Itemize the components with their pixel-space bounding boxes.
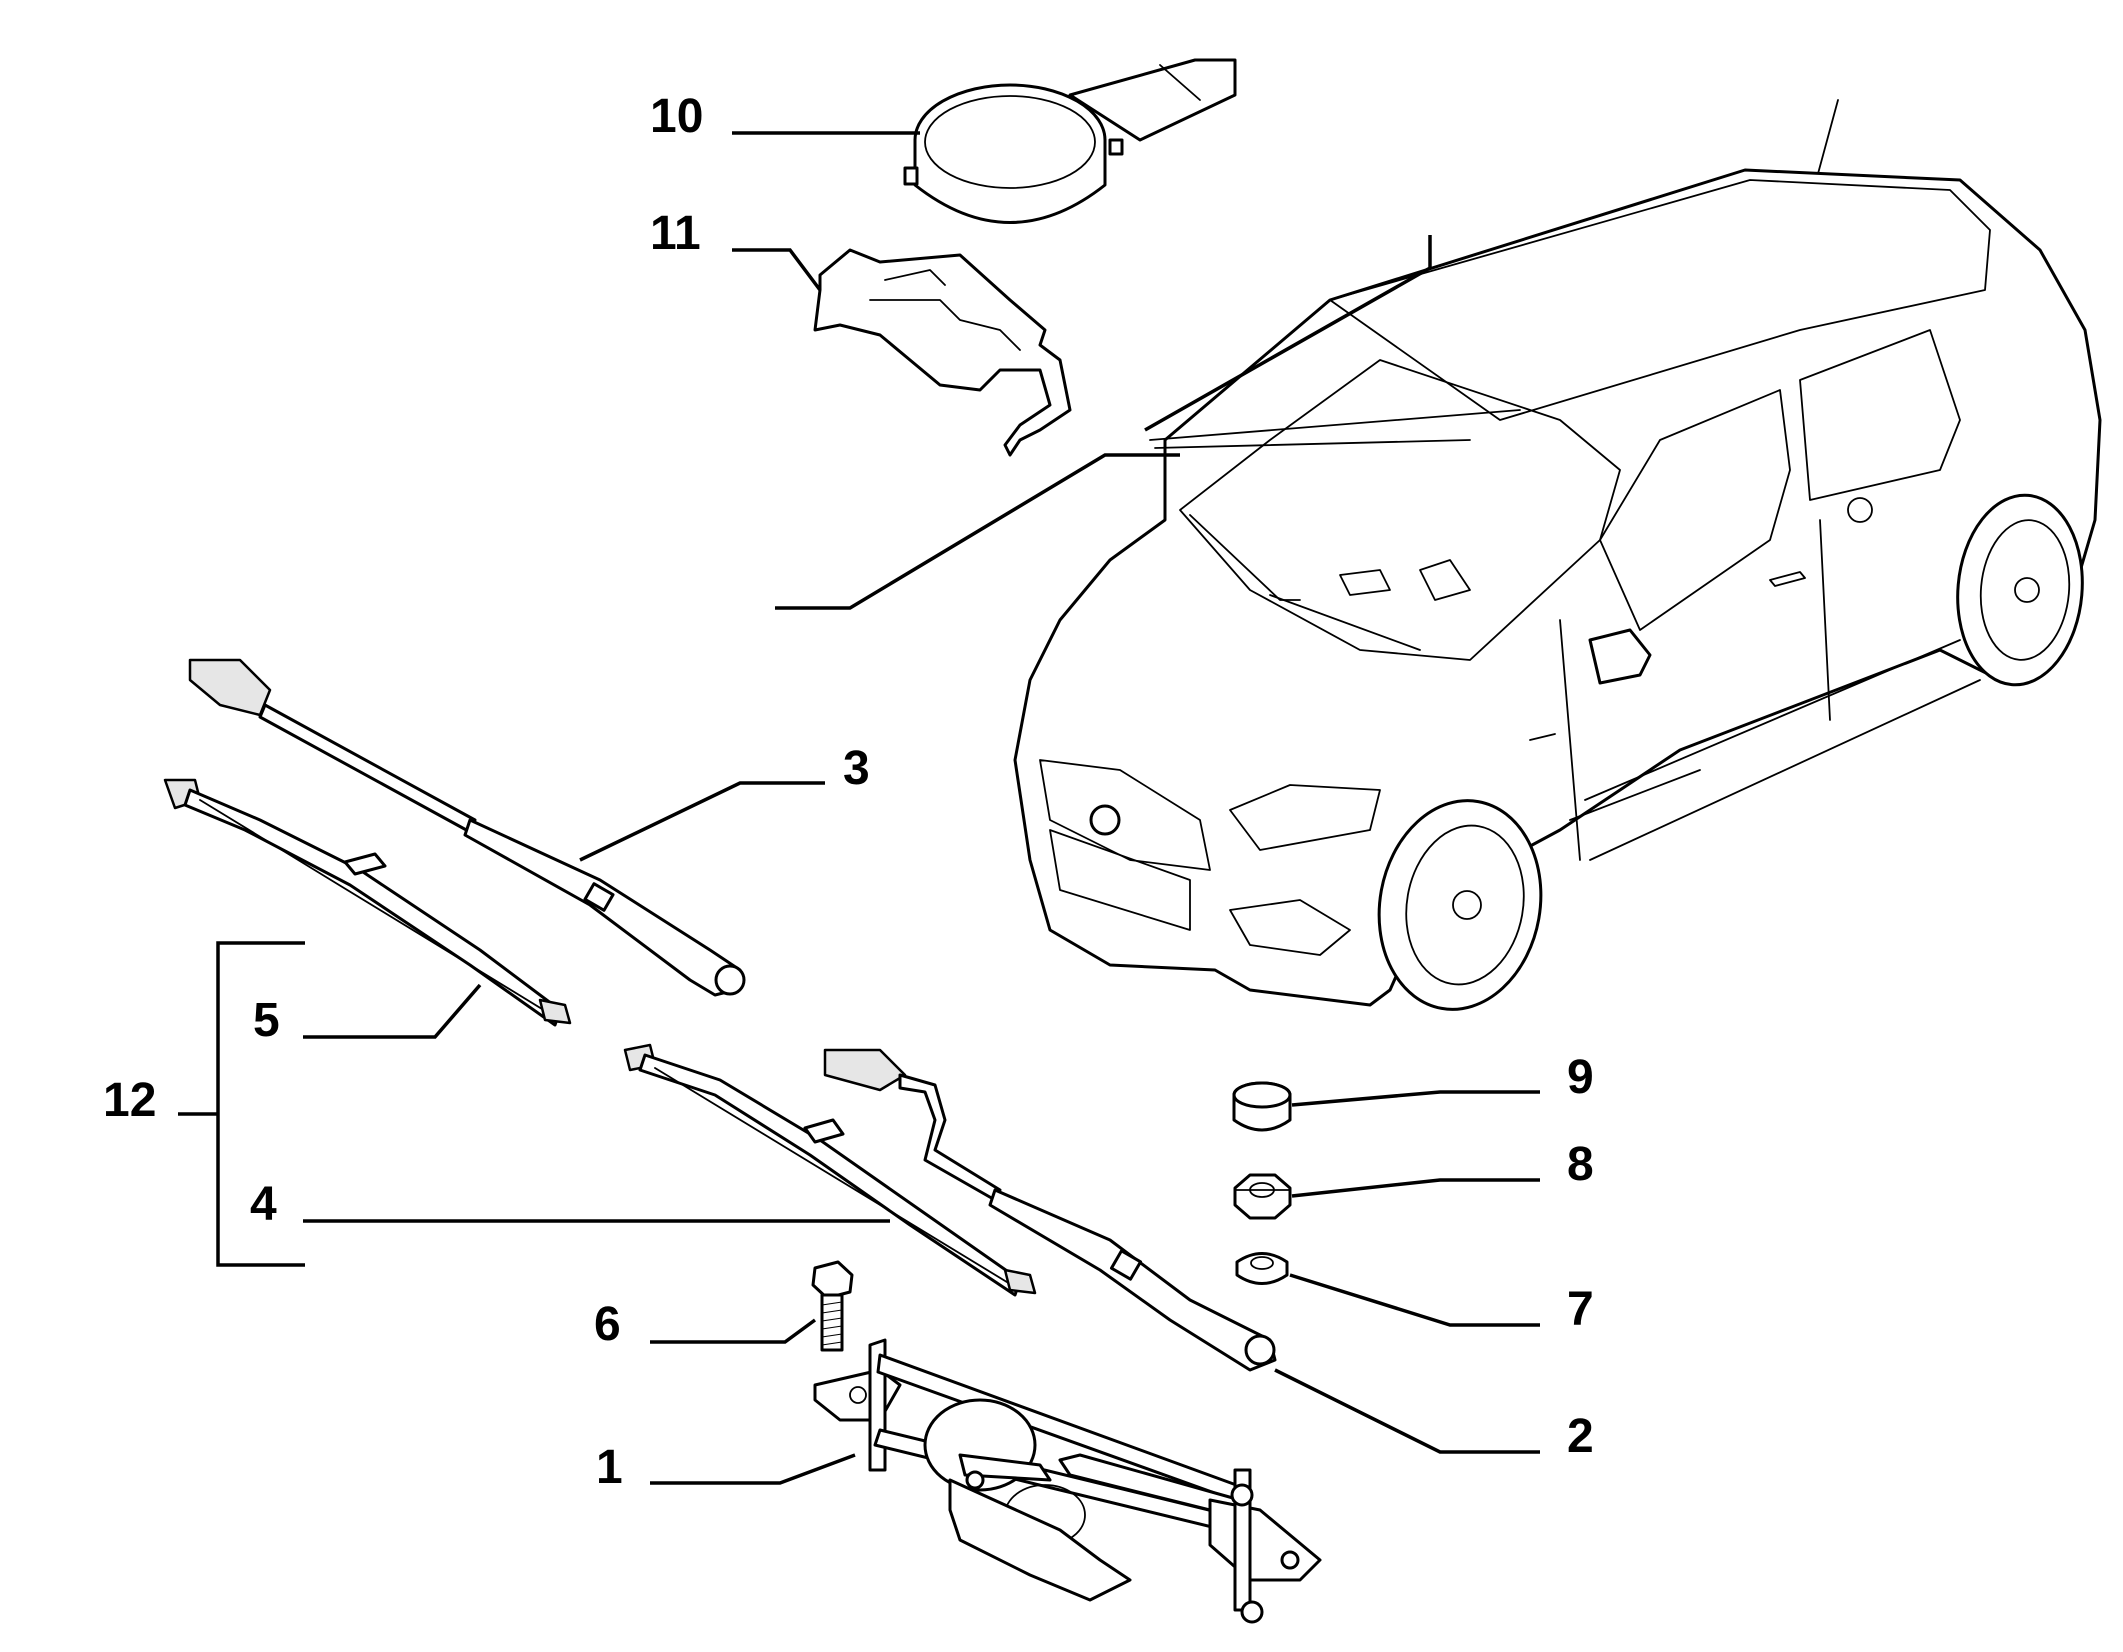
bracket-part — [813, 248, 1072, 457]
callout-8: 8 — [1567, 1138, 1594, 1191]
leader-lines — [178, 131, 1540, 1485]
car-illustration — [1013, 99, 2102, 1011]
cap-part-9 — [1232, 1081, 1292, 1132]
bolt-part-6 — [811, 1260, 854, 1352]
wiper-arm-part-2 — [823, 1048, 1277, 1372]
callout-labels: 10 11 3 5 12 4 6 1 9 8 7 2 — [103, 90, 1594, 1494]
callout-2: 2 — [1567, 1410, 1594, 1463]
callout-4: 4 — [250, 1178, 277, 1231]
callout-3: 3 — [843, 742, 870, 795]
callout-6: 6 — [594, 1298, 621, 1351]
callout-9: 9 — [1567, 1051, 1594, 1104]
callout-7: 7 — [1567, 1283, 1594, 1336]
wiper-blade-part-5 — [163, 778, 572, 1027]
callout-1: 1 — [596, 1441, 623, 1494]
washer-part-7 — [1235, 1252, 1289, 1285]
callout-5: 5 — [253, 994, 280, 1047]
callout-11: 11 — [650, 207, 701, 260]
rain-sensor-part — [903, 58, 1237, 224]
wiper-arm-part-3 — [188, 658, 746, 997]
callout-12: 12 — [103, 1074, 156, 1127]
nut-part-8 — [1233, 1173, 1292, 1220]
wiper-linkage-part-1 — [813, 1338, 1322, 1624]
callout-10: 10 — [650, 90, 703, 143]
wiper-blade-part-4 — [623, 1043, 1037, 1297]
